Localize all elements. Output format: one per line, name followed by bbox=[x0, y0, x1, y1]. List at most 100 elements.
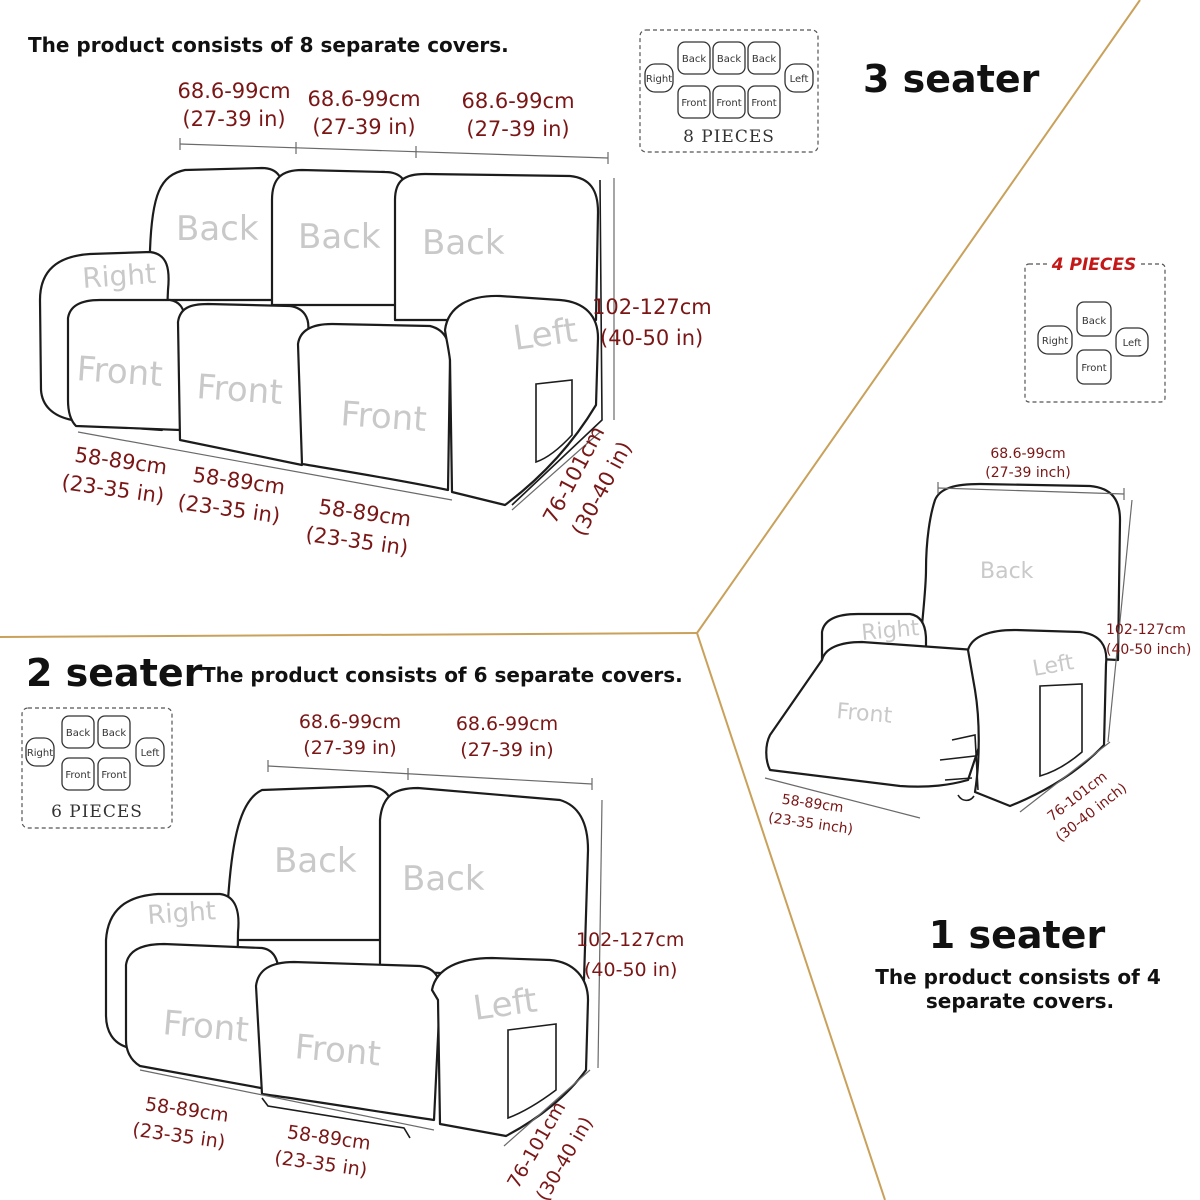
piece-tile bbox=[135, 737, 165, 767]
three-seater-section: The product consists of 8 separate cover… bbox=[28, 29, 1040, 560]
piece-tile-label: Left bbox=[790, 74, 809, 85]
three-seater-description: The product consists of 8 separate cover… bbox=[28, 33, 509, 57]
piece-tile bbox=[1115, 327, 1149, 357]
width-cm-label: 68.6-99cm bbox=[456, 713, 558, 735]
sofa-left-arm bbox=[443, 294, 600, 507]
three-seater-dimension-lines bbox=[77, 138, 615, 511]
piece-tile-label: Back bbox=[1082, 316, 1106, 327]
width-dimension-line bbox=[937, 487, 1125, 495]
width-cm-label: 68.6-99cm bbox=[299, 711, 401, 733]
sofa-side-pocket bbox=[535, 379, 573, 464]
pieces-caption: 8 PIECES bbox=[683, 127, 775, 147]
three-seater-title: 3 seater bbox=[863, 57, 1040, 101]
piece-tile-label: Back bbox=[66, 728, 90, 739]
piece-tile-label: Front bbox=[65, 770, 90, 781]
two-seater-sofa-drawing: Back Back Right Left Front Front bbox=[104, 784, 590, 1139]
two-seater-dimension-lines bbox=[139, 760, 603, 1147]
two-seater-part-back: Back bbox=[402, 859, 485, 899]
piece-tile-label: Right bbox=[27, 748, 53, 759]
one-seater-part-front: Front bbox=[835, 699, 893, 729]
three-seater-pieces-box: Back Back Back Right Left Front Front Fr… bbox=[639, 29, 819, 153]
width-in-label: (27-39 inch) bbox=[985, 465, 1070, 481]
piece-tile-label: Back bbox=[752, 54, 776, 65]
piece-tile bbox=[677, 85, 711, 119]
height-cm-label: 102-127cm bbox=[1106, 622, 1186, 638]
piece-tile-label: Left bbox=[1123, 338, 1142, 349]
two-seater-measurements: 68.6-99cm (27-39 in) 68.6-99cm (27-39 in… bbox=[131, 711, 684, 1200]
width-cm-label: 68.6-99cm bbox=[461, 89, 574, 113]
recliner-seat-front bbox=[765, 640, 1001, 788]
seat-dimension-line bbox=[139, 1069, 435, 1131]
pieces-caption-backdrop bbox=[1048, 258, 1140, 272]
sofa-left-arm bbox=[430, 956, 590, 1138]
piece-tile-label: Front bbox=[716, 98, 741, 109]
piece-tile bbox=[747, 85, 781, 119]
piece-tile bbox=[712, 41, 746, 75]
two-seater-part-back: Back bbox=[274, 841, 357, 881]
one-seater-dimension-lines bbox=[764, 482, 1133, 819]
depth-dimension-line bbox=[1019, 741, 1111, 813]
one-seater-recliner-drawing: Back Right Left Front bbox=[765, 482, 1122, 808]
two-seater-part-left: Left bbox=[471, 980, 540, 1029]
one-seater-pieces-box: 4 PIECES Back Right Left Front bbox=[1024, 255, 1166, 403]
width-in-label: (27-39 in) bbox=[466, 117, 569, 141]
width-dimension-line bbox=[267, 765, 593, 785]
width-cm-label: 68.6-99cm bbox=[990, 446, 1065, 462]
piece-tile bbox=[747, 41, 781, 75]
height-dimension-line bbox=[1107, 499, 1133, 743]
recliner-mechanism bbox=[939, 734, 979, 791]
piece-tile-label: Front bbox=[1081, 363, 1106, 374]
three-seater-part-back: Back bbox=[422, 223, 505, 263]
height-in-label: (40-50 inch) bbox=[1106, 642, 1191, 658]
piece-tile bbox=[61, 757, 95, 791]
depth-dimension-line bbox=[503, 1069, 591, 1147]
recliner-footrest-hinge bbox=[957, 794, 975, 802]
three-seater-part-back: Back bbox=[298, 217, 381, 257]
two-seater-section: 2 seater The product consists of 6 separ… bbox=[21, 651, 684, 1200]
divider-top bbox=[696, 0, 1141, 634]
one-seater-section: 4 PIECES Back Right Left Front Back Righ… bbox=[764, 255, 1191, 1013]
one-seater-part-back: Back bbox=[980, 559, 1034, 584]
three-seater-part-left: Left bbox=[511, 310, 580, 359]
three-seater-part-front: Front bbox=[195, 367, 284, 413]
seat-dimension-line bbox=[764, 777, 921, 819]
piece-tile bbox=[1076, 301, 1112, 337]
piece-tile bbox=[712, 85, 746, 119]
sofa-back-cushion bbox=[378, 786, 590, 982]
three-seater-part-front: Front bbox=[339, 394, 428, 440]
piece-tile-label: Right bbox=[646, 74, 672, 85]
piece-tile-label: Front bbox=[751, 98, 776, 109]
piece-tile bbox=[784, 63, 814, 93]
piece-tile-label: Right bbox=[1042, 336, 1068, 347]
height-in-label: (40-50 in) bbox=[584, 959, 677, 981]
sofa-side-pocket bbox=[507, 1023, 557, 1120]
two-seater-part-front: Front bbox=[293, 1027, 382, 1074]
pieces-box-frame bbox=[21, 707, 173, 829]
one-seater-description: separate covers. bbox=[926, 989, 1114, 1013]
width-in-label: (27-39 in) bbox=[460, 739, 553, 761]
two-seater-pieces-box: Back Back Right Left Front Front 6 PIECE… bbox=[21, 707, 173, 829]
two-seater-part-right: Right bbox=[146, 896, 216, 931]
height-dimension-line bbox=[597, 799, 603, 1069]
width-cm-label: 68.6-99cm bbox=[177, 79, 290, 103]
three-seater-part-front: Front bbox=[75, 349, 164, 395]
sofa-back-cushion bbox=[393, 172, 600, 322]
piece-tile bbox=[61, 715, 95, 749]
piece-tile-label: Front bbox=[681, 98, 706, 109]
three-seater-part-right: Right bbox=[81, 257, 157, 295]
piece-tile bbox=[1076, 349, 1112, 385]
piece-tile bbox=[97, 757, 131, 791]
recliner-left-arm bbox=[966, 628, 1108, 808]
one-seater-part-right: Right bbox=[860, 616, 920, 646]
piece-tile bbox=[25, 737, 55, 767]
piece-tile-label: Back bbox=[682, 54, 706, 65]
piece-tile-label: Front bbox=[101, 770, 126, 781]
two-seater-title: 2 seater bbox=[26, 651, 203, 695]
height-in-label: (40-50 in) bbox=[600, 326, 703, 350]
height-cm-label: 102-127cm bbox=[576, 929, 684, 951]
depth-dimension-line bbox=[511, 431, 601, 511]
sofa-base-line bbox=[261, 1097, 411, 1139]
width-cm-label: 68.6-99cm bbox=[307, 87, 420, 111]
width-in-label: (27-39 in) bbox=[303, 737, 396, 759]
